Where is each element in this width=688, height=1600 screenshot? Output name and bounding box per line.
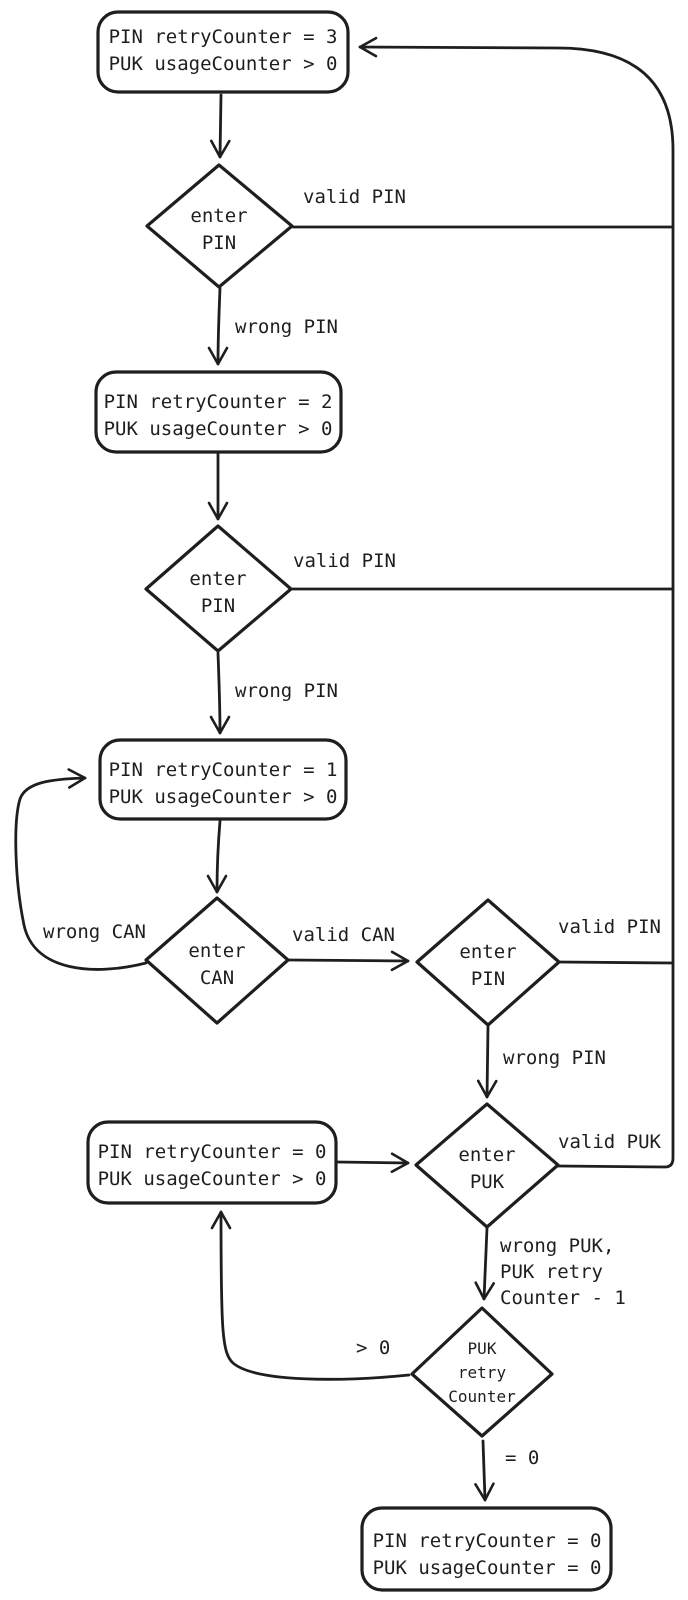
edge-wrong-pin-1 <box>207 286 229 366</box>
puk-retry-counter-line1: PUK <box>468 1339 497 1358</box>
puk-retry-counter-line2: retry <box>458 1363 507 1382</box>
state-retry1-line2: PUK usageCounter > 0 <box>109 786 338 808</box>
puk-retry-counter-diamond <box>410 1306 554 1438</box>
state-retry2-line1: PIN retryCounter = 2 <box>104 391 333 413</box>
edge-retry1-to-entercan <box>206 819 228 894</box>
edge-wrong-pin-3 <box>476 1024 498 1099</box>
label-wrong-puk-line1: wrong PUK, <box>500 1235 614 1257</box>
enter-pin-2-line1: enter <box>189 568 246 590</box>
node-state-blocked: PIN retryCounter = 0 PUK usageCounter = … <box>360 1506 613 1592</box>
state-retry3-line1: PIN retryCounter = 3 <box>109 26 338 48</box>
label-wrong-puk-line2: PUK retry <box>500 1261 603 1283</box>
edge-wrong-can-loop <box>14 768 148 971</box>
state-retry3-line2: PUK usageCounter > 0 <box>109 53 338 75</box>
label-eq-zero: = 0 <box>505 1447 539 1469</box>
state-retry3-box <box>96 10 350 94</box>
enter-pin-1-line1: enter <box>190 205 247 227</box>
node-enter-pin-2: enter PIN <box>144 524 293 653</box>
node-enter-puk: enter PUK <box>414 1102 560 1229</box>
edge-valid-pin-3 <box>557 960 675 965</box>
label-valid-pin-3: valid PIN <box>558 916 661 938</box>
node-puk-retry-counter: PUK retry Counter <box>410 1306 554 1438</box>
node-enter-can: enter CAN <box>144 896 290 1025</box>
enter-pin-2-diamond <box>144 524 293 653</box>
state-retry1-box <box>98 738 348 821</box>
state-blocked-box <box>360 1506 613 1592</box>
label-wrong-pin-3: wrong PIN <box>503 1047 606 1069</box>
enter-can-diamond <box>144 896 290 1025</box>
node-state-retry3: PIN retryCounter = 3 PUK usageCounter > … <box>96 10 350 94</box>
label-valid-pin-1: valid PIN <box>303 186 406 208</box>
label-wrong-puk-line3: Counter - 1 <box>500 1287 626 1309</box>
node-state-retry1: PIN retryCounter = 1 PUK usageCounter > … <box>98 738 348 821</box>
enter-pin-3-diamond <box>415 898 561 1027</box>
edge-wrong-pin-2 <box>209 651 231 735</box>
node-state-retry2: PIN retryCounter = 2 PUK usageCounter > … <box>94 370 343 454</box>
label-valid-pin-2: valid PIN <box>293 550 396 572</box>
label-valid-puk: valid PUK <box>558 1131 662 1153</box>
edge-wrong-puk <box>474 1226 495 1301</box>
node-enter-pin-3: enter PIN <box>415 898 561 1027</box>
edge-valid-puk-trunk-loop <box>358 36 675 1169</box>
state-retry0-line2: PUK usageCounter > 0 <box>98 1168 327 1190</box>
label-gt-zero: > 0 <box>356 1337 390 1359</box>
state-blocked-line2: PUK usageCounter = 0 <box>373 1557 602 1579</box>
enter-pin-3-line1: enter <box>459 941 516 963</box>
edge-gt-zero-loop <box>210 1210 411 1381</box>
node-enter-pin-1: enter PIN <box>145 163 294 289</box>
label-wrong-pin-1: wrong PIN <box>235 316 338 338</box>
enter-pin-1-diamond <box>145 163 294 289</box>
puk-retry-counter-line3: Counter <box>448 1387 516 1406</box>
edge-retry0-to-enterpuk <box>335 1152 410 1174</box>
state-retry2-box <box>94 370 343 454</box>
enter-pin-2-line2: PIN <box>201 595 235 617</box>
state-retry2-line2: PUK usageCounter > 0 <box>104 418 333 440</box>
state-retry1-line1: PIN retryCounter = 1 <box>109 759 338 781</box>
enter-can-line2: CAN <box>200 967 234 989</box>
label-valid-can: valid CAN <box>292 924 395 946</box>
enter-puk-line2: PUK <box>470 1171 505 1193</box>
state-blocked-line1: PIN retryCounter = 0 <box>373 1530 602 1552</box>
edge-retry3-to-enterpin1 <box>209 93 231 159</box>
enter-pin-3-line2: PIN <box>471 968 505 990</box>
enter-pin-1-line2: PIN <box>202 232 236 254</box>
edge-valid-can <box>287 950 410 972</box>
label-wrong-pin-2: wrong PIN <box>235 680 338 702</box>
state-retry0-box <box>86 1120 338 1205</box>
label-wrong-can: wrong CAN <box>43 921 146 943</box>
state-retry0-line1: PIN retryCounter = 0 <box>98 1141 327 1163</box>
enter-can-line1: enter <box>188 940 245 962</box>
edge-eq-zero <box>474 1439 495 1502</box>
enter-puk-diamond <box>414 1102 560 1229</box>
node-state-retry0: PIN retryCounter = 0 PUK usageCounter > … <box>86 1120 338 1205</box>
enter-puk-line1: enter <box>458 1144 515 1166</box>
